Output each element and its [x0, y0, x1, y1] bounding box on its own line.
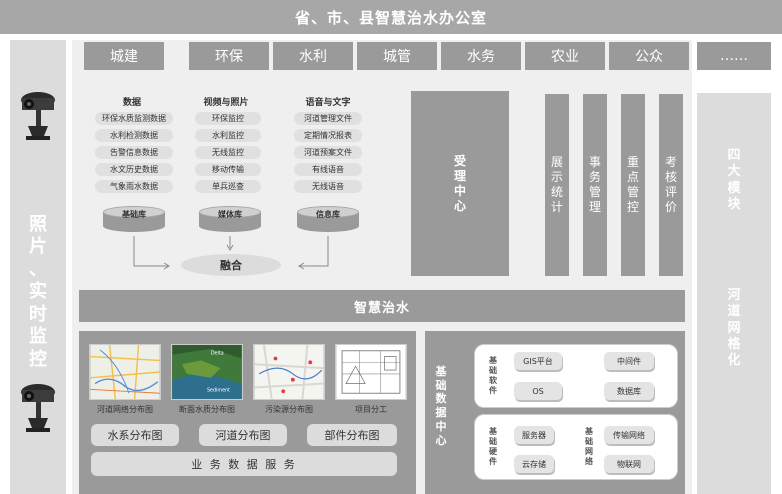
- sector-agriculture[interactable]: 农业: [525, 42, 605, 70]
- thumbnail-label: 河道网络分布图: [97, 405, 153, 414]
- svg-text:Sediment: Sediment: [207, 387, 230, 393]
- info-database-cylinder: 信息库: [297, 206, 359, 236]
- project-division-thumbnail[interactable]: [335, 344, 407, 400]
- base-software-label: 基础软件: [489, 356, 497, 395]
- thumbnail-label: 污染源分布图: [265, 405, 313, 414]
- right-panel: 四 大 模 块 河 道 网 格 化: [697, 93, 771, 494]
- data-center-title: 基 础 数 据 中 心: [435, 364, 447, 447]
- four-modules-label: 四 大 模 块: [727, 148, 741, 212]
- text-item: 河道管理文件: [294, 112, 362, 125]
- business-data-service-bar[interactable]: 业 务 数 据 服 务: [91, 452, 397, 476]
- sector-environment[interactable]: 环保: [189, 42, 269, 70]
- database-item[interactable]: 数据库: [604, 382, 654, 400]
- river-network-map-thumbnail[interactable]: [89, 344, 161, 400]
- fusion-connector-arrows: [133, 236, 329, 270]
- sector-urban-construction[interactable]: 城建: [84, 42, 164, 70]
- sector-water-affairs[interactable]: 水务: [441, 42, 521, 70]
- text-item: 有线语音: [294, 163, 362, 176]
- sector-city-management[interactable]: 城管: [357, 42, 437, 70]
- river-map-button[interactable]: 河道分布图: [199, 424, 287, 446]
- function-assessment[interactable]: 考核评价: [659, 94, 683, 276]
- media-item: 环保监控: [195, 112, 261, 125]
- cloud-storage-item[interactable]: 云存储: [514, 455, 554, 473]
- sector-public[interactable]: 公众: [609, 42, 689, 70]
- column-title-data: 数据: [122, 98, 141, 108]
- text-item: 无线语音: [294, 180, 362, 193]
- base-hardware-label: 基础硬件: [489, 427, 497, 466]
- server-item[interactable]: 服务器: [514, 426, 554, 444]
- fusion-node: 融合: [181, 254, 281, 276]
- media-item: 单兵巡查: [195, 180, 261, 193]
- column-title-text: 语音与文字: [305, 98, 351, 108]
- text-item: 河道预案文件: [294, 146, 362, 159]
- pollution-source-map-thumbnail[interactable]: [253, 344, 325, 400]
- function-key-control[interactable]: 重点管控: [621, 94, 645, 276]
- thumbnail-label: 断面水质分布图: [179, 405, 235, 414]
- data-item: 水文历史数据: [95, 163, 173, 176]
- column-title-media: 视频与照片: [203, 98, 249, 108]
- acceptance-center-box[interactable]: 受 理 中 心: [411, 91, 509, 276]
- component-map-button[interactable]: 部件分布图: [307, 424, 397, 446]
- media-database-cylinder: 媒体库: [199, 206, 261, 236]
- camera-icon: [21, 384, 55, 432]
- os-item[interactable]: OS: [514, 382, 562, 400]
- base-network-label: 基础网络: [585, 427, 593, 466]
- svg-text:Delta: Delta: [211, 351, 224, 357]
- data-item: 气象雨水数据: [95, 180, 173, 193]
- text-item: 定期情况报表: [294, 129, 362, 142]
- iot-item[interactable]: 物联网: [604, 455, 654, 473]
- function-affairs-management[interactable]: 事务管理: [583, 94, 607, 276]
- water-quality-map-thumbnail[interactable]: Delta Sediment: [171, 344, 243, 400]
- function-display-statistics[interactable]: 展示统计: [545, 94, 569, 276]
- data-item: 告警信息数据: [95, 146, 173, 159]
- middleware-item[interactable]: 中间件: [604, 352, 654, 370]
- grid-management-label: 河 道 网 格 化: [727, 288, 741, 368]
- sector-more[interactable]: ……: [697, 42, 771, 70]
- left-panel-label: 照 片 、 实 时 监 控: [29, 213, 47, 370]
- base-database-cylinder: 基础库: [103, 206, 165, 236]
- data-item: 水利检测数据: [95, 129, 173, 142]
- sector-water-conservancy[interactable]: 水利: [273, 42, 353, 70]
- left-monitoring-panel: 照 片 、 实 时 监 控: [10, 40, 66, 494]
- smart-water-bar: 智慧治水: [79, 290, 685, 322]
- page-title: 省、市、县智慧治水办公室: [0, 0, 782, 34]
- media-item: 无线监控: [195, 146, 261, 159]
- media-item: 移动传输: [195, 163, 261, 176]
- media-item: 水利监控: [195, 129, 261, 142]
- water-system-map-button[interactable]: 水系分布图: [91, 424, 179, 446]
- thumbnail-label: 项目分工: [355, 405, 387, 414]
- camera-icon: [21, 92, 55, 140]
- transmission-network-item[interactable]: 传输网络: [604, 426, 654, 444]
- data-item: 环保水质监测数据: [95, 112, 173, 125]
- gis-platform-item[interactable]: GIS平台: [514, 352, 562, 370]
